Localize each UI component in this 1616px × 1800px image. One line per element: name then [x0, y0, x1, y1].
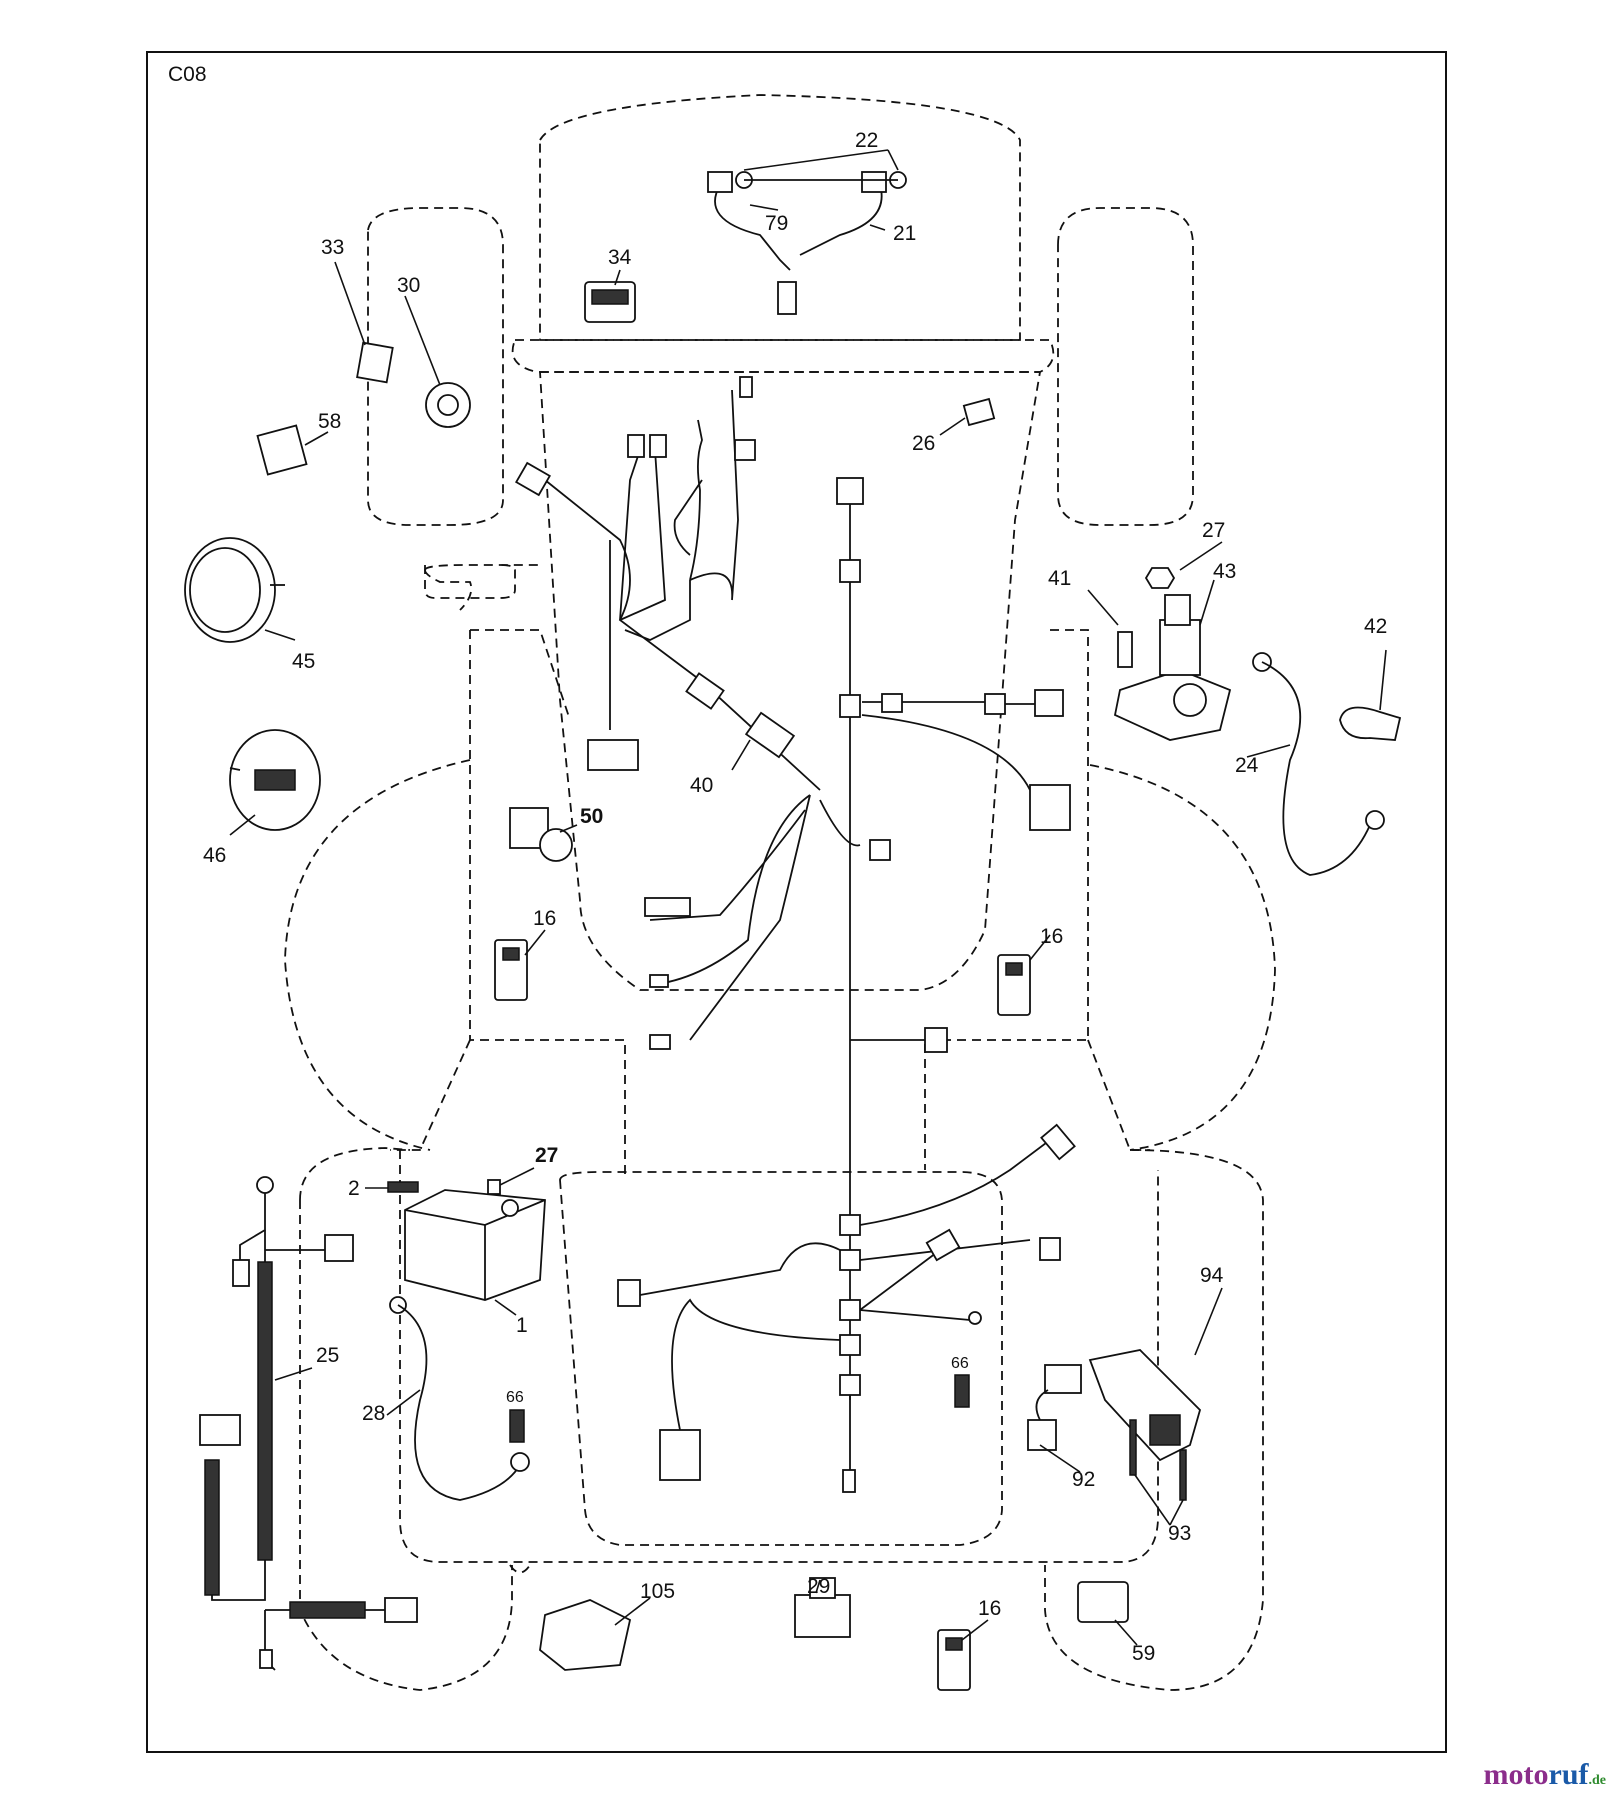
part-59-module	[1077, 1581, 1129, 1623]
part-92-connector	[1027, 1364, 1082, 1451]
part-33-module	[356, 341, 394, 384]
part-27-nut	[1144, 567, 1176, 589]
callout-59: 59	[1132, 1642, 1155, 1665]
callout-1: 1	[516, 1314, 528, 1337]
callout-21: 21	[893, 222, 916, 245]
callout-45: 45	[292, 650, 315, 673]
callout-16-right: 16	[1040, 925, 1063, 948]
section-code: C08	[168, 63, 207, 86]
part-42-terminal-boot	[1339, 706, 1402, 741]
callout-33: 33	[321, 236, 344, 259]
callout-16-bottom: 16	[978, 1597, 1001, 1620]
main-wiring-harness	[515, 376, 1076, 1493]
part-25-cable	[199, 1176, 418, 1671]
part-16-switch-bottom	[937, 1629, 971, 1691]
callout-105: 105	[640, 1580, 675, 1603]
callout-27-battery: 27	[535, 1144, 558, 1167]
callout-50: 50	[580, 805, 603, 828]
part-26-fuse	[962, 397, 996, 427]
watermark-part-c: .de	[1588, 1773, 1607, 1788]
part-93-screw	[1129, 1419, 1137, 1476]
callout-28: 28	[362, 1402, 385, 1425]
callout-66-left: 66	[506, 1389, 524, 1406]
callout-40: 40	[690, 774, 713, 797]
callout-93: 93	[1168, 1522, 1191, 1545]
callout-25: 25	[316, 1344, 339, 1367]
watermark-part-a: moto	[1483, 1758, 1549, 1791]
callout-94: 94	[1200, 1264, 1224, 1287]
part-41-bolt	[1117, 631, 1133, 668]
part-46-hour-meter	[229, 729, 321, 831]
callout-79: 79	[765, 212, 788, 235]
callout-27-top: 27	[1202, 519, 1225, 542]
callout-2: 2	[348, 1177, 360, 1200]
callout-24: 24	[1235, 754, 1259, 777]
diagram-frame	[146, 51, 1447, 1753]
leader-lines	[229, 149, 1387, 1646]
headlight-harness	[707, 171, 907, 315]
part-66-bolt-right	[954, 1374, 970, 1408]
part-105-switch	[539, 1599, 632, 1671]
watermark-logo: motoruf.de	[1484, 1758, 1606, 1792]
callout-29: 29	[807, 1575, 830, 1598]
part-43-solenoid	[1113, 594, 1232, 741]
callout-58: 58	[318, 410, 341, 433]
callout-92: 92	[1072, 1468, 1095, 1491]
callout-labels: 22 79 21 34 33 30 58 26 27 41 43 42 24 4…	[203, 129, 1387, 1665]
part-66-bolt-left	[509, 1409, 525, 1443]
part-28-cable	[389, 1296, 530, 1501]
callout-41: 41	[1048, 567, 1071, 590]
part-27-nut-battery	[487, 1179, 501, 1195]
part-50-switch	[509, 807, 573, 862]
callout-34: 34	[608, 246, 632, 269]
part-45-gauge	[184, 537, 285, 643]
part-16-switch-right	[997, 954, 1031, 1016]
callout-22: 22	[855, 129, 878, 152]
callout-30: 30	[397, 274, 420, 297]
watermark-part-b: ruf	[1548, 1758, 1589, 1791]
callout-46: 46	[203, 844, 226, 867]
callout-66-right: 66	[951, 1355, 969, 1372]
callout-26: 26	[912, 432, 935, 455]
part-58-relay	[256, 424, 308, 476]
part-94-bracket	[1088, 1349, 1202, 1462]
callout-43: 43	[1213, 560, 1236, 583]
part-16-switch-left	[494, 939, 528, 1001]
part-1-battery	[404, 1189, 546, 1301]
callout-16-left: 16	[533, 907, 556, 930]
callout-42: 42	[1364, 615, 1387, 638]
part-93-screw-b	[1179, 1449, 1187, 1501]
tractor-outline	[284, 94, 1276, 1691]
part-2-bolt	[387, 1181, 419, 1193]
part-24-cable	[1252, 652, 1385, 876]
